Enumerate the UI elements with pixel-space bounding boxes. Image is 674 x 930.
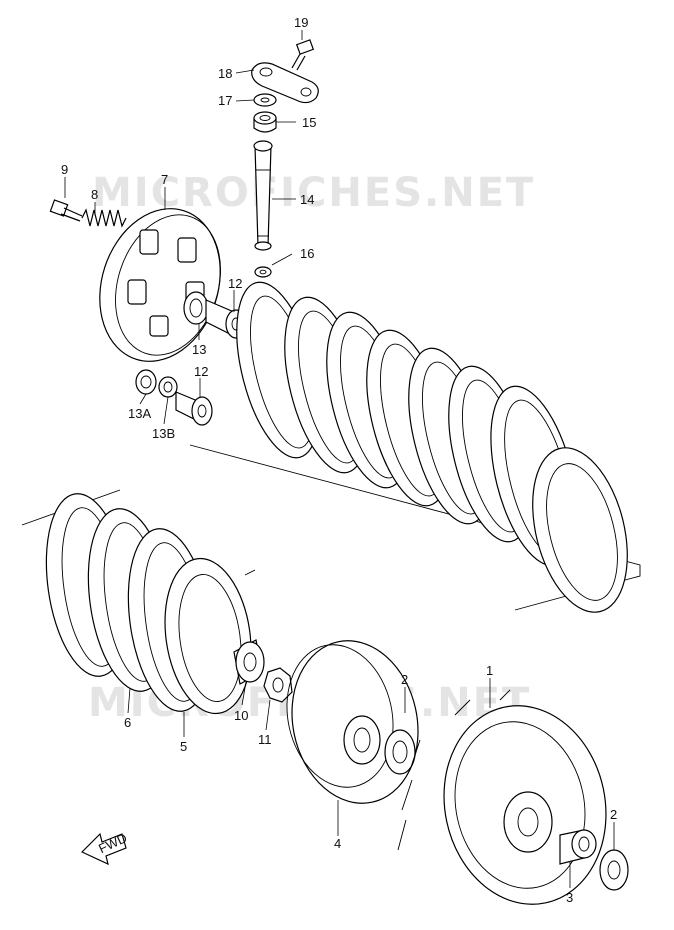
spacer-3 <box>559 829 597 865</box>
callout-10: 10 <box>234 708 248 723</box>
piece-12-lower <box>175 391 213 426</box>
nut-10 <box>233 639 265 685</box>
spring-8 <box>81 208 127 228</box>
washer-17 <box>253 93 277 107</box>
callout-9: 9 <box>61 162 68 177</box>
callout-6: 6 <box>124 715 131 730</box>
callout-8: 8 <box>91 187 98 202</box>
bearing-13a <box>135 369 157 395</box>
callout-13: 13 <box>192 342 206 357</box>
bearing-15 <box>253 111 277 133</box>
callout-13a: 13A <box>128 406 151 421</box>
callout-13b: 13B <box>152 426 175 441</box>
thrust-washer-2-upper <box>384 729 416 775</box>
callout-3: 3 <box>566 890 573 905</box>
push-rod-14 <box>253 140 273 251</box>
washer-16 <box>254 266 272 278</box>
callout-11: 11 <box>258 732 272 747</box>
clutch-plate-stack-upper <box>189 281 641 613</box>
callout-labels: 19 18 17 15 14 16 9 8 7 12 13 12 13A 13B… <box>61 15 617 905</box>
callout-4: 4 <box>334 836 341 851</box>
callout-14: 14 <box>300 192 314 207</box>
callout-5: 5 <box>180 739 187 754</box>
callout-19: 19 <box>294 15 308 30</box>
thrust-washer-2-lower <box>599 849 629 891</box>
release-arm-group <box>251 39 319 278</box>
callout-17: 17 <box>218 93 232 108</box>
washer-13b <box>158 376 178 398</box>
fwd-arrow-icon: FWD <box>80 830 129 866</box>
callout-2-upper: 2 <box>401 672 408 687</box>
callout-1: 1 <box>486 663 493 678</box>
bolt-9 <box>49 199 83 222</box>
release-arm-18 <box>251 62 319 104</box>
callout-12-lower: 12 <box>194 364 208 379</box>
pressure-plate-group <box>49 199 247 426</box>
bearing-13 <box>183 291 209 325</box>
callout-15: 15 <box>302 115 316 130</box>
callout-12-upper: 12 <box>228 276 242 291</box>
clutch-hub-4 <box>286 640 419 804</box>
callout-16: 16 <box>300 246 314 261</box>
callout-18: 18 <box>218 66 232 81</box>
callout-7: 7 <box>161 172 168 187</box>
callout-2-lower: 2 <box>610 807 617 822</box>
leader-lines <box>64 30 615 888</box>
bolt-19 <box>291 39 315 71</box>
clutch-plate-stack-lower <box>21 489 256 715</box>
